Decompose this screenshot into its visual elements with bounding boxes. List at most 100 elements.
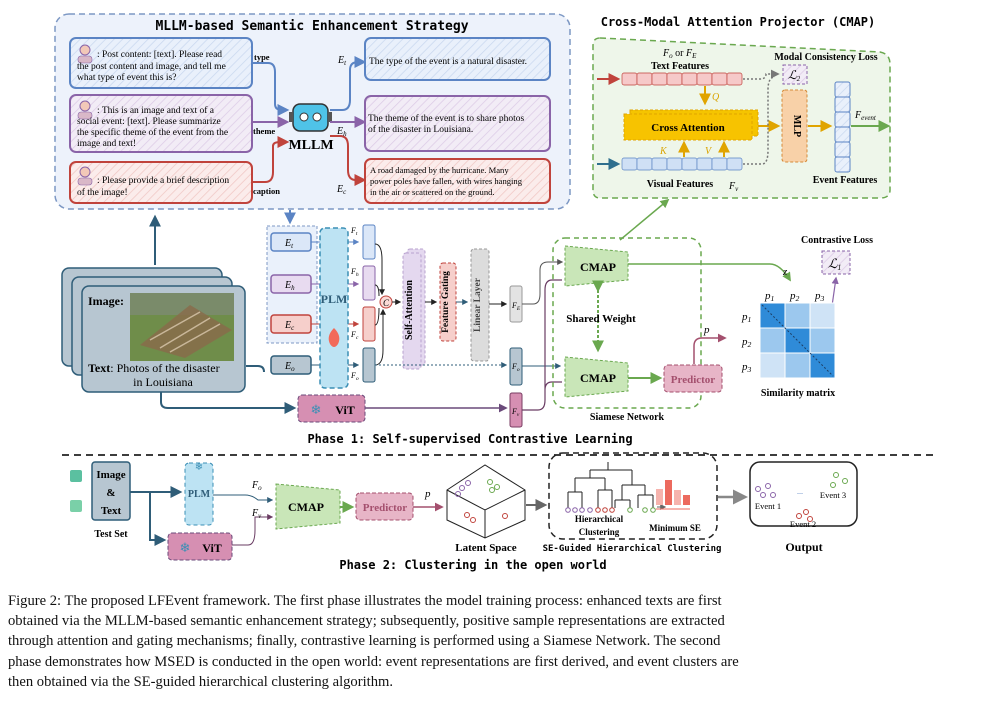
svg-text:Et: Et <box>284 238 294 250</box>
text-feature-cell <box>726 72 743 86</box>
feature-bar-o: Fo <box>350 347 376 383</box>
svg-text:Linear Layer: Linear Layer <box>473 277 483 332</box>
tag-theme: theme <box>253 126 275 136</box>
svg-text:the specific theme of the even: the specific theme of the event from the <box>77 127 228 138</box>
plm-block-2: ❄PLM <box>184 462 214 526</box>
fire-icon <box>328 328 340 347</box>
diagonal <box>761 304 834 377</box>
modal-consistency-loss-label: Modal Consistency Loss <box>774 52 877 63</box>
event-feature-cell <box>834 126 851 143</box>
snowflake-icon: ❄ <box>195 462 203 473</box>
tag-caption: caption <box>253 186 280 196</box>
user-icon <box>77 166 93 186</box>
svg-text:the post content and image, an: the post content and image, and tell me <box>77 62 226 72</box>
svg-text:Predictor: Predictor <box>671 374 716 386</box>
text-features-label: Text Features <box>651 61 709 72</box>
svg-text:ViT: ViT <box>335 403 355 417</box>
caption-line: obtained via the MLLM-based semantic enh… <box>8 613 725 630</box>
feature-bar-h: Fh <box>350 265 376 301</box>
cross-attention-block: Cross Attention <box>623 109 759 141</box>
visual-feature-cell <box>636 157 653 171</box>
svg-text:: Please provide a brief descr: : Please provide a brief description <box>97 175 229 186</box>
visual-feature-cell <box>696 157 713 171</box>
svg-text:: This is an image and text of: : This is an image and text of a <box>97 105 215 116</box>
svg-text:ℒ2: ℒ2 <box>788 68 801 83</box>
svg-text:Fh: Fh <box>350 267 359 278</box>
output-type: The type of the event is a natural disas… <box>364 37 551 81</box>
leaf-node <box>565 507 571 513</box>
svg-text:...: ... <box>797 487 803 496</box>
svg-text:what type of event this is?: what type of event this is? <box>77 72 176 83</box>
svg-text:in Louisiana: in Louisiana <box>133 375 193 389</box>
svg-text:Fc: Fc <box>350 330 359 341</box>
leaf-node <box>572 507 578 513</box>
svg-text:MLP: MLP <box>791 115 802 137</box>
svg-text:in the air or scattered on the: in the air or scattered on the ground. <box>370 187 495 197</box>
visual-feature-cell <box>711 157 728 171</box>
se-guided-box <box>548 452 718 540</box>
var-et: Et <box>337 55 347 67</box>
output-theme: The theme of the event is to share photo… <box>364 95 551 152</box>
siamese-network: CMAP Shared Weight CMAP Predictor Siames… <box>552 237 723 423</box>
image-label: Image: <box>88 294 124 308</box>
svg-text:The theme of the event is to s: The theme of the event is to share photo… <box>368 113 524 124</box>
svg-text:CMAP: CMAP <box>580 371 616 385</box>
visual-feature-cell <box>681 157 698 171</box>
event-feature-cell <box>834 156 851 173</box>
text-icon <box>70 500 82 512</box>
event-feature-cell <box>834 96 851 113</box>
user-icon <box>77 100 93 120</box>
row-label: p3 <box>741 361 752 374</box>
text-feature-cell <box>696 72 713 86</box>
loss-l2-box: ℒ2 <box>782 64 808 85</box>
mlp-block: MLP <box>781 89 808 163</box>
svg-text:PLM: PLM <box>321 292 348 306</box>
svg-text:Event 2: Event 2 <box>790 519 816 529</box>
similarity-cell <box>809 302 836 329</box>
leaf-node <box>587 507 593 513</box>
event-features-column <box>834 81 851 173</box>
svg-text:ViT: ViT <box>202 541 222 555</box>
text-input-var: Fo or FE <box>662 48 697 60</box>
predictor-block-2 <box>355 492 414 521</box>
q-label: Q <box>712 92 720 103</box>
caption-line: Figure 2: The proposed LFEvent framework… <box>8 593 722 609</box>
fv-var: Fv <box>728 181 739 193</box>
text-label: Text <box>88 361 110 375</box>
phase1: Image: Text: Photos of the disaster in L… <box>61 198 873 446</box>
text-feature-cell <box>636 72 653 86</box>
text-feature-cell <box>666 72 683 86</box>
robot-icon <box>289 103 332 132</box>
v-label: V <box>705 146 713 157</box>
mllm-label: MLLM <box>288 138 333 153</box>
leaf-node <box>609 507 615 513</box>
cmap-block-2 <box>275 483 341 530</box>
svg-text:The type of the event is a nat: The type of the event is a natural disas… <box>369 56 527 67</box>
similarity-cell <box>784 352 811 379</box>
contrastive-loss-label: Contrastive Loss <box>801 235 873 246</box>
leaf-node <box>650 507 656 513</box>
disaster-photo <box>130 293 234 361</box>
phase1-label: Phase 1: Self-supervised Contrastive Lea… <box>307 432 632 446</box>
svg-text:Clustering: Clustering <box>579 527 620 537</box>
latent-space-label: Latent Space <box>455 542 517 554</box>
framework-diagram: MLLM-based Semantic Enhancement Strategy… <box>54 13 935 572</box>
fe-bar: FE <box>509 285 523 323</box>
leaf-node <box>579 507 585 513</box>
semantic-enhancement-panel: MLLM-based Semantic Enhancement Strategy… <box>54 13 571 210</box>
k-label: K <box>659 146 668 157</box>
p-label: p <box>703 324 710 336</box>
svg-text:Text: Text <box>101 505 122 517</box>
visual-features-label: Visual Features <box>647 179 713 190</box>
cmap-panel: Cross-Modal Attention Projector (CMAP) F… <box>592 15 891 199</box>
visual-feature-cell <box>651 157 668 171</box>
svg-text:Fv: Fv <box>511 407 520 418</box>
visual-feature-cell <box>621 157 638 171</box>
svg-text:Hierarchical: Hierarchical <box>575 514 624 524</box>
self-attention-block: Self-Attention <box>402 248 426 370</box>
feature-bar-c: Fc <box>350 306 376 342</box>
event-feature-cell <box>834 141 851 158</box>
visual-features-row <box>621 157 743 171</box>
test-set-label: Test Set <box>94 529 128 540</box>
